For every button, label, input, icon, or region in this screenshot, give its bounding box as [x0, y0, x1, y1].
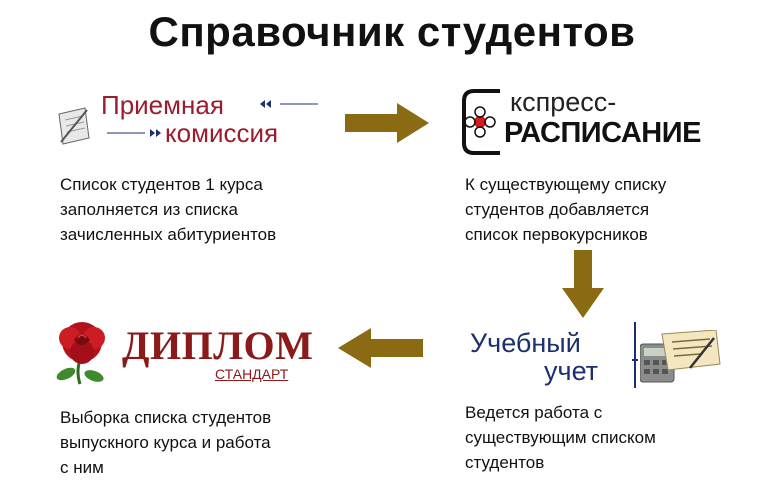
diplom-line2: СТАНДАРТ [215, 366, 289, 382]
e-flower-icon [462, 89, 500, 155]
uchebnyi-line1: Учебный [470, 328, 581, 358]
arrow-down-icon [562, 250, 604, 318]
divider-bar-icon [632, 322, 638, 388]
calculator-card-icon [640, 330, 721, 383]
ekspress-description: К существующему списку студентов добавля… [465, 175, 667, 244]
uchebnyi-description: Ведется работа с существующим списком ст… [465, 403, 656, 472]
diplom-line1: ДИПЛОМ [122, 323, 314, 368]
arrow-left-icon [338, 328, 423, 368]
page-title: Справочник студентов [148, 8, 636, 55]
priemnaya-description: Список студентов 1 курса заполняется из … [60, 175, 277, 244]
arrow-right-icon [345, 103, 429, 143]
priemnaya-line2: комиссия [165, 118, 279, 148]
ekspress-line1: кспресс- [510, 87, 617, 117]
rose-icon [56, 322, 105, 385]
double-chevron-left-icon [260, 100, 318, 108]
uchebnyi-line2: учет [544, 356, 599, 386]
diplom-standart-logo: ДИПЛОМ СТАНДАРТ [50, 320, 314, 388]
priemnaya-line1: Приемная [101, 90, 224, 120]
ekspress-line2: РАСПИСАНИЕ [504, 117, 701, 149]
double-chevron-right-icon [107, 129, 161, 137]
uchebnyi-uchet-logo: Учебный учет [462, 322, 732, 390]
priemnaya-komissiya-logo: Приемная комиссия [55, 90, 325, 152]
diplom-description: Выборка списка студентов выпускного курс… [60, 408, 272, 477]
ekspress-raspisanie-logo: кспресс- РАСПИСАНИЕ [460, 83, 730, 161]
notepad-pencil-icon [58, 107, 90, 145]
